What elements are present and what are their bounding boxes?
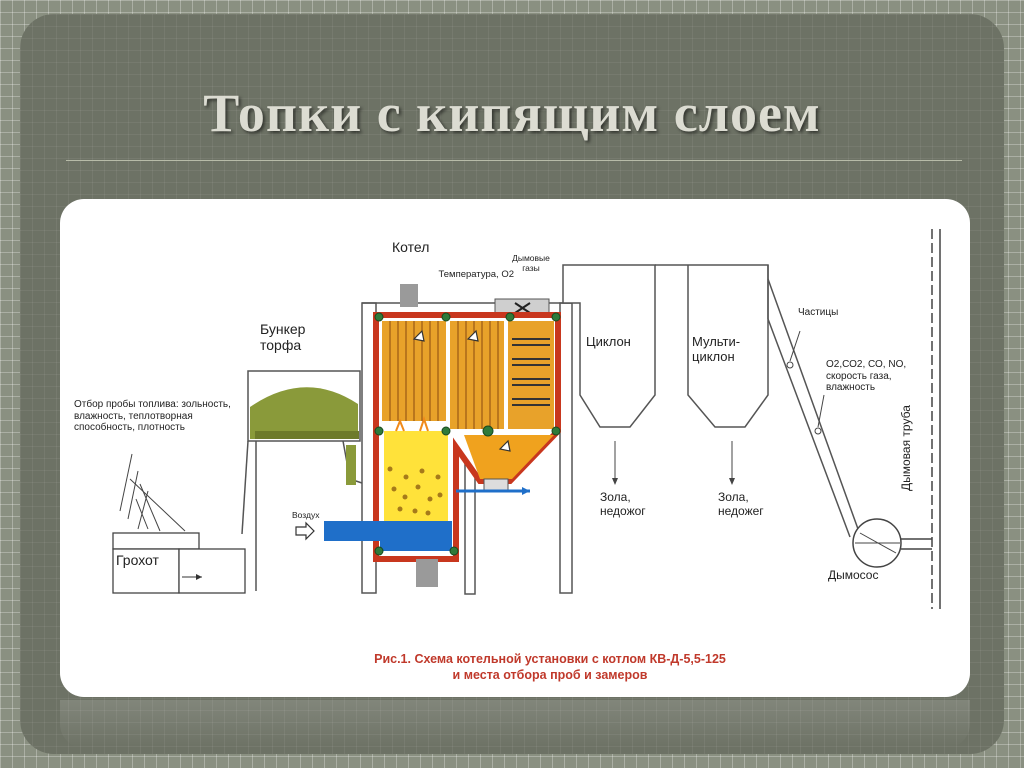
- figure-caption: Рис.1. Схема котельной установки с котло…: [290, 651, 810, 683]
- air-label: Воздух: [292, 510, 320, 520]
- cyclone: [562, 264, 656, 485]
- diagram-card: Котел Дымовые газы Температура, О2 Бунке…: [60, 199, 970, 697]
- ash-label-multicyclone: Зола, недожег: [718, 490, 764, 518]
- chimney-label: Дымовая труба: [899, 405, 913, 491]
- flue-gases-label: Дымовые газы: [512, 253, 550, 273]
- smoke-exhauster-label: Дымосос: [828, 568, 879, 582]
- chimney: [931, 229, 941, 609]
- boiler-label: Котел: [392, 239, 430, 255]
- boiler-diagram: [112, 229, 941, 609]
- caption-line-1: Рис.1. Схема котельной установки с котло…: [374, 652, 726, 666]
- screen-label: Грохот: [116, 552, 159, 568]
- multicyclone-label: Мульти-циклон: [692, 334, 741, 364]
- title-divider: [66, 160, 962, 161]
- temperature-label: Температура, О2: [438, 269, 515, 280]
- peat-bunker-label: Бункер торфа: [260, 321, 306, 354]
- card-reflection: [60, 700, 970, 748]
- peat-bunker: [241, 370, 381, 591]
- caption-line-2: и места отбора проб и замеров: [452, 668, 648, 682]
- screen-unit: [112, 453, 246, 594]
- cyclone-label: Циклон: [586, 334, 631, 349]
- ash-label-cyclone: Зола, недожог: [600, 490, 646, 518]
- flue-duct: [767, 278, 932, 568]
- multicyclone: [655, 264, 769, 485]
- boiler-structure: [361, 284, 573, 595]
- particles-label: Частицы: [798, 307, 839, 318]
- fuel-sample-label: Отбор пробы топлива: зольность, влажност…: [74, 399, 231, 433]
- gas-params-label: О2,СО2, СО, NO, скорость газа, влажность: [826, 359, 907, 393]
- arrow-icon: [295, 329, 511, 541]
- slide-title: Топки с кипящим слоем: [203, 83, 821, 143]
- boiler-body: [324, 312, 561, 587]
